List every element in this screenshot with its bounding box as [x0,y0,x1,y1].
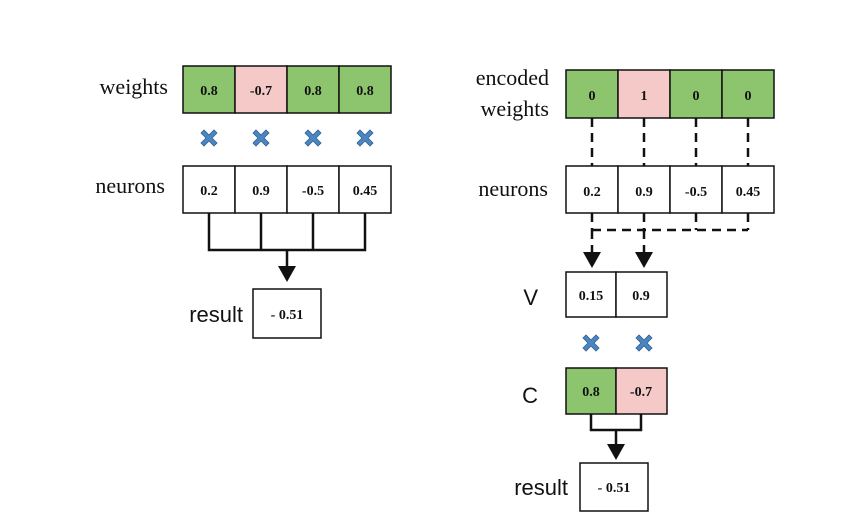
arrow-down-icon [607,444,625,460]
right-neuron-value-2: -0.5 [685,185,707,200]
c-value-1: -0.7 [630,385,652,400]
encoded-weights-label-line2: weights [481,96,549,121]
right-neuron-cell-2 [669,165,723,214]
left-weight-cell-3 [338,65,392,114]
right-neuron-value-3: 0.45 [736,185,761,200]
arrow-down-icon [583,252,601,268]
multiply-x-icon [635,334,653,352]
v-row: 0.15 0.9 [565,271,668,318]
left-neuron-value-1: 0.9 [252,184,270,199]
c-label: C [522,383,538,408]
right-neuron-value-0: 0.2 [583,185,601,200]
c-cell-0 [565,367,617,415]
left-neuron-value-0: 0.2 [200,184,218,199]
right-multiply-row [582,334,653,352]
encoded-weight-value-3: 0 [745,89,752,104]
encoded-weight-value-2: 0 [693,89,700,104]
multiply-x-icon [582,334,600,352]
selection-dashed-connectors [583,118,750,268]
left-result-box [252,288,322,339]
left-weight-cell-2 [286,65,340,114]
left-weight-value-2: 0.8 [304,84,322,99]
left-neurons-label: neurons [95,173,165,198]
left-weight-cell-0 [182,65,236,114]
left-sum-connector [207,213,367,282]
encoded-weight-cell-2 [669,69,723,119]
left-neuron-value-2: -0.5 [302,184,324,199]
left-neuron-value-3: 0.45 [353,184,378,199]
left-result-value: - 0.51 [271,308,304,323]
v-value-0: 0.15 [579,289,604,304]
multiply-x-icon [200,129,218,147]
arrow-down-icon [278,266,296,282]
right-neuron-value-1: 0.9 [635,185,653,200]
arrow-down-icon [635,252,653,268]
left-neuron-cell-3 [338,165,392,214]
right-neurons-row: 0.2 0.9 -0.5 0.45 [565,165,775,214]
right-neuron-cell-3 [721,165,775,214]
left-neuron-cell-1 [234,165,288,214]
encoded-weight-cell-0 [565,69,619,119]
right-result-label: result [514,475,568,500]
right-panel: encoded weights 0 1 0 0 neurons 0.2 0.9 … [476,65,775,512]
right-result-value: - 0.51 [598,481,631,496]
left-weight-value-1: -0.7 [250,84,272,99]
left-multiply-row [200,129,374,147]
multiply-x-icon [252,129,270,147]
left-panel: weights 0.8 -0.7 0.8 0.8 neurons 0.2 0.9 [95,65,392,339]
encoded-weights-label-line1: encoded [476,65,549,90]
c-value-0: 0.8 [582,385,600,400]
right-result-box [579,462,649,512]
left-weight-cell-1 [234,65,288,114]
right-sum-connector [589,414,643,460]
encoded-weight-value-0: 0 [589,89,596,104]
multiply-x-icon [356,129,374,147]
left-result-label: result [189,302,243,327]
left-weight-value-3: 0.8 [356,84,374,99]
left-weights-row: 0.8 -0.7 0.8 0.8 [182,65,392,114]
left-weight-value-0: 0.8 [200,84,218,99]
right-neurons-label: neurons [478,176,548,201]
left-neurons-row: 0.2 0.9 -0.5 0.45 [182,165,392,214]
multiply-x-icon [304,129,322,147]
c-cell-1 [615,367,668,415]
v-label: V [523,285,538,310]
c-row: 0.8 -0.7 [565,367,668,415]
encoded-weights-row: 0 1 0 0 [565,69,775,119]
v-value-1: 0.9 [632,289,650,304]
left-weights-label: weights [100,74,168,99]
encoded-weight-value-1: 1 [641,89,648,104]
v-cell-1 [615,271,668,318]
